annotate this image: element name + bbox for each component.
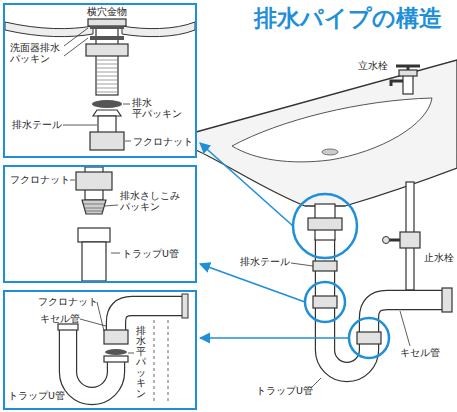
wash-basin <box>196 60 457 206</box>
leader-line <box>400 311 410 346</box>
highlight-circle <box>349 318 389 358</box>
part-label: 横穴金物 <box>87 6 127 17</box>
part-label: キセル管 <box>40 313 80 324</box>
pointer-arrow <box>200 337 349 339</box>
leader-line <box>291 263 410 388</box>
stop-valve <box>389 239 400 242</box>
part-label: フクロナット <box>38 296 98 307</box>
inset-fitting-drawing <box>64 38 88 56</box>
part-label: フクロナット <box>10 174 70 185</box>
part-label: キセル管 <box>400 347 440 358</box>
detail-inset: フクロナットキセル管排水平パッキントラップU管 <box>3 290 197 410</box>
diagram-title: 排水パイプの構造 <box>254 6 442 31</box>
inset-trap-drawing <box>68 330 116 396</box>
inset-joint-drawing <box>70 180 120 253</box>
drain-pipe <box>442 288 452 312</box>
highlight-circle <box>305 282 345 322</box>
part-label: 立水栓 <box>358 60 388 71</box>
leader-line <box>291 263 313 266</box>
inset-trap-drawing <box>58 324 78 330</box>
drain-pipe <box>357 332 381 344</box>
part-label: 排水さしこみ パッキン <box>120 190 182 213</box>
highlight-circle <box>293 194 357 258</box>
part-label: 排水平パッキン <box>136 326 146 399</box>
inset-trap-drawing <box>80 302 134 353</box>
inset-trap-drawing <box>104 356 128 362</box>
inset-fitting-drawing <box>90 132 124 150</box>
inset-fitting-drawing <box>5 19 195 150</box>
wash-basin <box>232 98 432 162</box>
part-label: 排水 平パッキン <box>132 97 183 120</box>
drain-pipe <box>308 218 342 230</box>
faucet <box>391 81 403 86</box>
part-label: 止水栓 <box>424 252 454 263</box>
stop-valve <box>383 237 390 244</box>
inset-joint-drawing <box>111 253 120 254</box>
inset-trap-drawing <box>80 319 106 326</box>
highlight-circle <box>293 194 389 358</box>
part-label: 洗面器排水 パッキン <box>10 42 61 65</box>
drain-pipe <box>313 261 337 271</box>
part-label: フクロナット <box>133 136 193 147</box>
wash-basin <box>322 149 338 155</box>
drain-pipe <box>313 296 337 308</box>
inset-trap-drawing <box>58 294 188 404</box>
detail-inset: 横穴金物洗面器排水 パッキン排水 平パッキン排水テールフクロナット <box>3 3 197 158</box>
inset-fitting-drawing <box>123 104 130 105</box>
inset-fitting-drawing <box>86 44 128 56</box>
inset-fitting-drawing <box>96 60 118 92</box>
inset-trap-drawing <box>105 349 127 355</box>
inset-fitting-drawing <box>88 19 126 26</box>
inset-fitting-drawing <box>90 26 124 29</box>
inset-trap-drawing <box>104 330 128 344</box>
inset-fitting-drawing <box>96 25 118 95</box>
inset-joint-drawing <box>83 204 105 211</box>
pointer-arrow <box>200 143 293 226</box>
inset-trap-drawing <box>128 353 134 354</box>
inset-fitting-drawing <box>63 28 131 141</box>
inset-trap-drawing <box>68 330 116 396</box>
inset-joint-drawing <box>105 205 118 206</box>
inset-fitting-drawing <box>63 125 97 126</box>
inset-fitting-drawing <box>90 36 124 40</box>
inset-fitting-drawing <box>122 22 195 37</box>
inset-fitting-drawing <box>125 141 131 142</box>
part-label: 排水テール <box>240 256 290 267</box>
wash-basin <box>196 60 457 206</box>
inset-trap-drawing <box>182 294 188 318</box>
inset-joint-drawing <box>78 228 110 242</box>
pointer-arrow <box>200 264 305 302</box>
inset-joint-drawing <box>76 172 112 190</box>
stop-valve <box>400 232 420 248</box>
pointer-arrow <box>200 143 349 338</box>
part-label: トラップU管 <box>8 390 65 401</box>
inset-fitting-drawing <box>93 110 121 116</box>
faucet <box>403 74 413 94</box>
inset-joint-drawing <box>70 180 75 181</box>
part-label: 排水テール <box>12 119 62 130</box>
inset-fitting-drawing <box>64 28 88 46</box>
inset-joint-drawing <box>70 167 120 281</box>
faucet <box>396 66 420 70</box>
detail-inset: フクロナット排水さしこみ パッキントラップU管 <box>3 165 197 283</box>
inset-joint-drawing <box>82 200 106 214</box>
inset-trap-drawing <box>154 320 168 404</box>
part-label: トラップU管 <box>122 248 179 259</box>
faucet <box>391 66 420 94</box>
stop-valve <box>383 182 421 290</box>
drain-pipe <box>308 204 452 372</box>
faucet <box>399 70 417 76</box>
inset-trap-drawing <box>97 302 104 331</box>
inset-joint-drawing <box>82 242 106 281</box>
inset-fitting-drawing <box>92 100 122 108</box>
part-label: トラップU管 <box>256 385 313 396</box>
